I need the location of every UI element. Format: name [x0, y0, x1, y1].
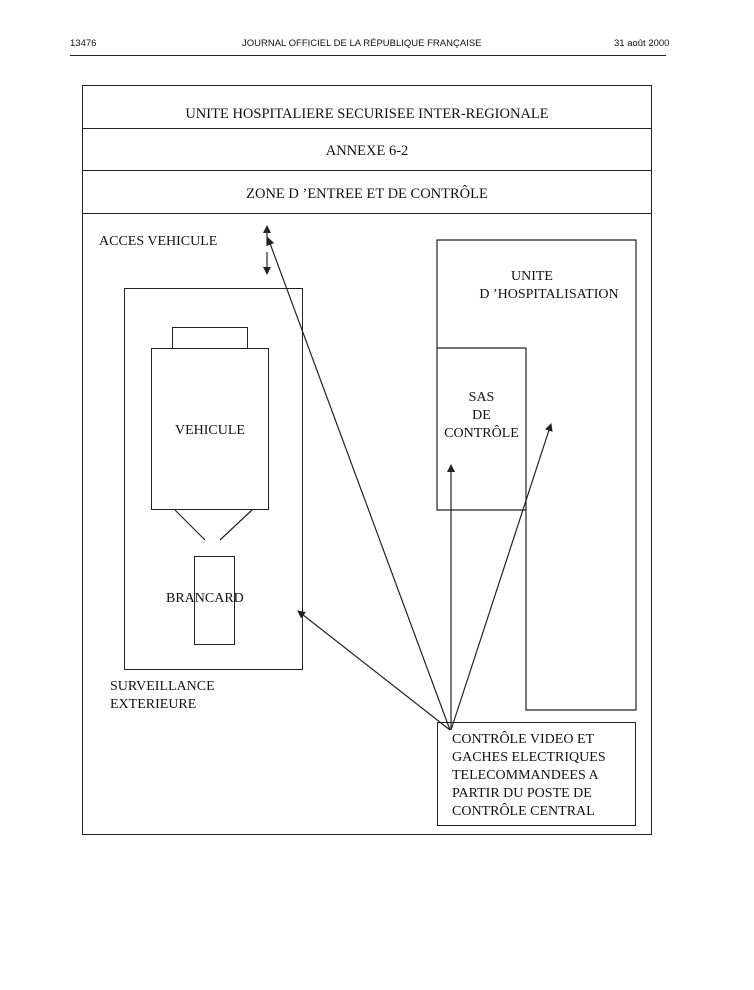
header-rule — [70, 55, 666, 56]
annex-label: ANNEXE 6-2 — [325, 143, 409, 159]
band-divider-3 — [82, 213, 652, 214]
diagram-title: UNITE HOSPITALIERE SECURISEE INTER-REGIO… — [185, 106, 549, 122]
diagram-frame — [82, 85, 652, 835]
journal-title: JOURNAL OFFICIEL DE LA RÉPUBLIQUE FRANÇA… — [242, 38, 482, 49]
control-label-line2: GACHES ELECTRIQUES — [452, 750, 606, 765]
funnel-left — [174, 509, 206, 541]
control-label-line3: TELECOMMANDEES A — [452, 768, 599, 783]
surveillance-area — [124, 288, 303, 670]
vehicle-label: VEHICULE — [175, 423, 245, 438]
band-divider-2 — [82, 170, 652, 171]
surveillance-label-line2: EXTERIEURE — [110, 697, 197, 712]
page-number: 13476 — [70, 38, 97, 49]
control-label-line5: CONTRÔLE CENTRAL — [452, 804, 595, 819]
hospitalisation-unit-shape — [436, 239, 637, 711]
sas-label-line2: DE — [472, 408, 491, 423]
control-arrow-to-access — [266, 237, 451, 731]
unit-label-line2: D ’HOSPITALISATION — [479, 287, 619, 302]
vehicle-access-label: ACCES VEHICULE — [99, 234, 218, 249]
zone-label: ZONE D ’ENTREE ET DE CONTRÔLE — [246, 186, 488, 202]
stretcher-label: BRANCARD — [166, 591, 244, 606]
control-station-box — [437, 722, 636, 826]
sas-label-line3: CONTRÔLE — [444, 426, 519, 441]
funnel-right — [219, 509, 253, 541]
sas-label-line1: SAS — [468, 390, 495, 405]
vehicle-body — [151, 348, 269, 510]
publication-date: 31 août 2000 — [614, 38, 670, 49]
control-label-line1: CONTRÔLE VIDEO ET — [452, 732, 595, 747]
control-label-line4: PARTIR DU POSTE DE — [452, 786, 592, 801]
control-arrow-to-unit — [450, 423, 553, 731]
control-arrow-to-surveillance — [297, 610, 451, 731]
band-divider-1 — [82, 128, 652, 129]
stretcher — [194, 556, 235, 645]
surveillance-label-line1: SURVEILLANCE — [110, 679, 215, 694]
unit-label-line1: UNITE — [511, 269, 553, 284]
